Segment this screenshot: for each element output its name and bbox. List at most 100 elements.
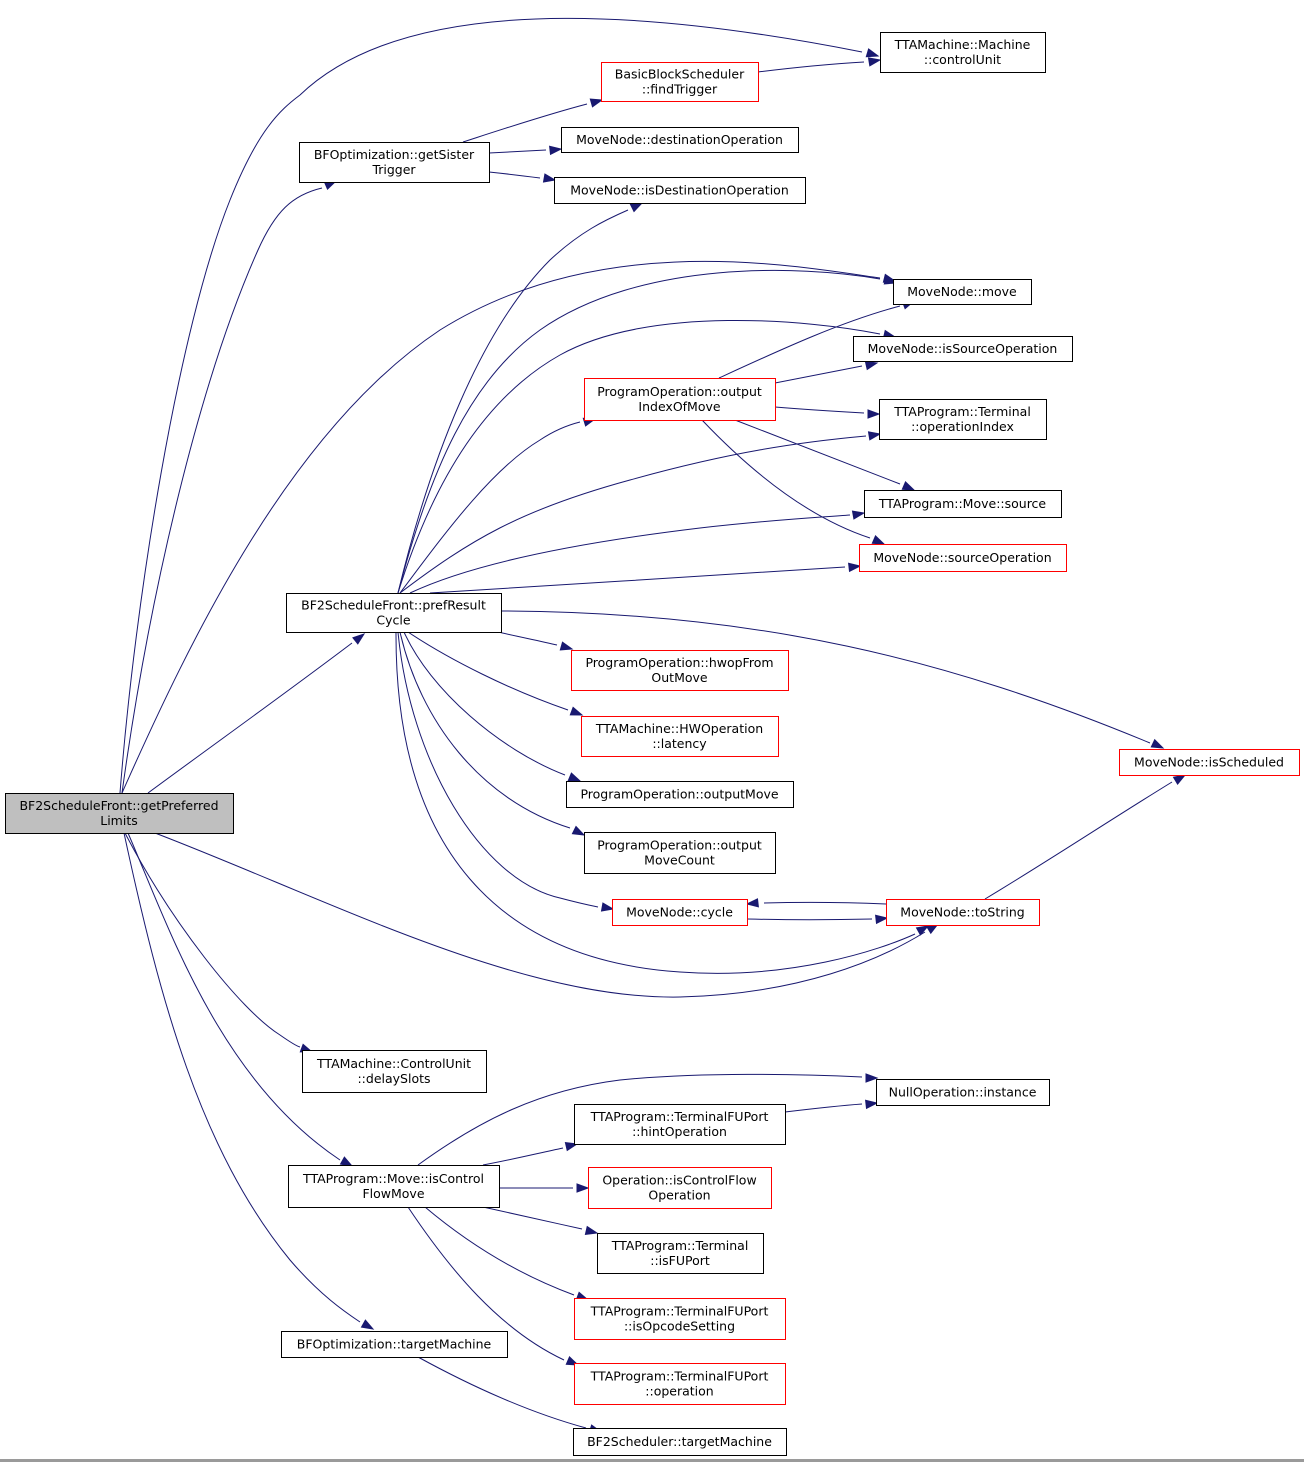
node-label-line: BasicBlockScheduler [615,67,745,82]
edge-root-to-move [121,260,897,794]
node-findTrigger[interactable]: BasicBlockScheduler::findTrigger [601,62,759,102]
node-label-line: Cycle [376,613,410,628]
node-sourceOperation[interactable]: MoveNode::sourceOperation [859,544,1067,572]
node-label-line: TTAProgram::TerminalFUPort [590,1109,769,1124]
node-label-line: ProgramOperation::output [597,384,762,399]
node-box [612,899,748,926]
node-cycle[interactable]: MoveNode::cycle [612,899,748,926]
node-box [886,899,1040,926]
node-label-line: ::latency [652,736,707,751]
edge-prefResultCycle-to-hwopFromOutMove [497,631,574,651]
arrowhead [360,1319,375,1330]
node-label-line: TTAProgram::Move::isControl [302,1171,484,1186]
arrowhead [865,48,880,58]
arrowhead [864,361,879,371]
arrowhead [875,914,889,925]
node-isFUPort[interactable]: TTAProgram::Terminal::isFUPort [597,1233,764,1274]
edge-isControlFlowMove-to-nullInstance [417,1073,879,1166]
edge-prefResultCycle-to-isSourceOperation [397,319,897,594]
arrowhead [339,1156,354,1167]
arrowhead [600,902,615,912]
node-nullInstance[interactable]: NullOperation::instance [876,1079,1050,1106]
edge-line [154,832,926,998]
node-move[interactable]: MoveNode::move [893,279,1032,305]
node-bfoTargetMachine[interactable]: BFOptimization::targetMachine [281,1331,508,1358]
arrowhead [565,1356,580,1366]
node-label-line: ::delaySlots [357,1071,430,1086]
edge-line [121,187,323,794]
node-box [584,378,776,421]
node-box [859,544,1067,572]
node-box [584,832,776,874]
node-label-line: TTAMachine::Machine [894,37,1031,52]
node-isSourceOperation[interactable]: MoveNode::isSourceOperation [853,336,1073,362]
node-delaySlots[interactable]: TTAMachine::ControlUnit::delaySlots [302,1050,487,1093]
node-box [879,399,1047,440]
node-label-line: ::controlUnit [924,52,1001,67]
edge-line [497,631,558,646]
node-box [893,279,1032,305]
node-moveSource[interactable]: TTAProgram::Move::source [864,490,1062,518]
edge-line [701,419,871,539]
arrowhead [901,481,916,491]
edge-isControlFlowMove-to-hintOperation [482,1142,579,1166]
edge-isControlFlowMove-to-isOpcodeSetting [424,1206,590,1301]
node-label-line: TTAProgram::Terminal [611,1238,749,1253]
node-box [554,177,806,204]
node-label-line: MoveNode::toString [900,905,1024,920]
edge-line [488,171,541,179]
edge-line [399,435,867,594]
edge-line [147,642,353,794]
edge-outputIndexOfMove-to-isSourceOperation [774,361,879,384]
node-label-line: BF2ScheduleFront::prefResult [301,598,486,613]
node-box [597,1233,764,1274]
edge-line [127,832,341,1161]
edge-prefResultCycle-to-sourceOperation [429,562,862,594]
node-label-line: ::isFUPort [650,1253,710,1268]
node-fuPortOperation[interactable]: TTAProgram::TerminalFUPort::operation [574,1363,786,1405]
edge-line [397,631,599,908]
node-label-line: TTAMachine::HWOperation [595,721,763,736]
edge-line [482,1206,583,1230]
node-latency[interactable]: TTAMachine::HWOperation::latency [581,716,779,757]
edge-line [424,1206,575,1296]
edge-line [488,149,547,154]
node-bf2TargetMachine[interactable]: BF2Scheduler::targetMachine [573,1428,787,1456]
node-isDestinationOperation[interactable]: MoveNode::isDestinationOperation [554,177,806,204]
edge-getSisterTrigger-to-findTrigger [462,98,604,143]
node-hintOperation[interactable]: TTAProgram::TerminalFUPort::hintOperatio… [574,1104,786,1145]
node-isOpcodeSetting[interactable]: TTAProgram::TerminalFUPort::isOpcodeSett… [574,1298,786,1340]
node-label-line: IndexOfMove [638,399,720,414]
arrowhead [576,1183,590,1193]
edge-line [462,103,588,143]
node-isScheduled[interactable]: MoveNode::isScheduled [1119,749,1300,776]
edge-root-to-getSisterTrigger [121,180,338,794]
node-label-line: MoveNode::isDestinationOperation [570,183,789,198]
node-box [281,1331,508,1358]
node-label-line: Trigger [371,162,416,177]
node-outputMove[interactable]: ProgramOperation::outputMove [566,781,794,808]
node-destinationOperation[interactable]: MoveNode::destinationOperation [561,127,799,153]
node-label-line: ::operation [645,1384,713,1399]
node-label-line: TTAProgram::TerminalFUPort [590,1369,769,1384]
arrowhead [569,706,584,716]
node-label-line: TTAProgram::Move::source [878,496,1047,511]
edge-outputIndexOfMove-to-operationIndex [774,406,881,419]
edge-line [121,260,881,794]
node-label-line: MoveNode::cycle [626,905,733,920]
node-toString[interactable]: MoveNode::toString [886,899,1040,926]
node-label-line: BF2ScheduleFront::getPreferred [19,798,218,813]
arrowhead [559,641,574,651]
arrowhead [567,772,582,782]
node-machineControlUnit[interactable]: TTAMachine::Machine::controlUnit [880,32,1046,73]
node-box [574,1298,786,1340]
node-operationIndex[interactable]: TTAProgram::Terminal::operationIndex [879,399,1047,440]
